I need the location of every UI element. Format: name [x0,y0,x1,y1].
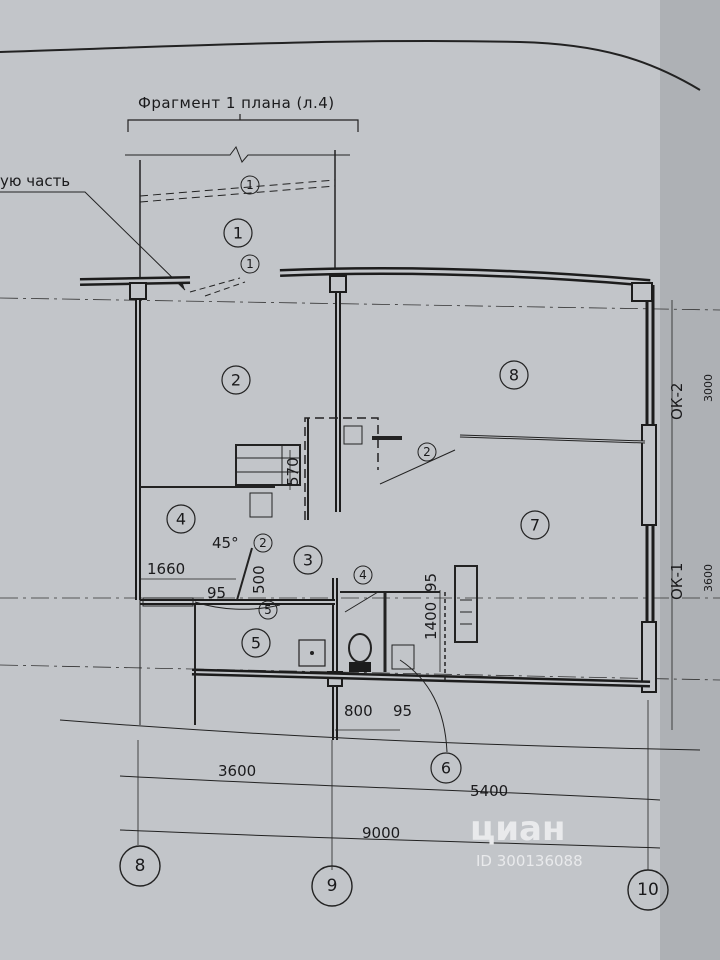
window-ok1 [641,621,657,693]
room-6: 6 [430,752,462,784]
room-8: 8 [499,360,529,390]
dim-3000: 3000 [702,374,715,402]
svg-text:8: 8 [135,856,146,876]
room-7: 7 [520,510,550,540]
dim-3600-side: 3600 [702,564,715,592]
dim-chain-top [59,719,701,751]
paper-shadow [660,0,720,960]
dim-95-c: 95 [393,702,412,720]
balcony-dash-2 [139,185,336,203]
axis-bubble-8: 8 [119,845,161,887]
svg-text:5: 5 [264,603,272,617]
svg-text:10: 10 [637,880,659,900]
callout-4: 4 [353,565,373,585]
fragment-title: Фрагмент 1 плана (л.4) [138,94,335,112]
window-ok2 [641,424,657,526]
dim-5400: 5400 [470,782,508,800]
room-5: 5 [241,628,271,658]
svg-text:1: 1 [246,257,254,271]
dim-chain-1 [119,775,661,801]
svg-text:1: 1 [246,178,254,192]
callout-1a: 1 [240,175,260,195]
dim-800: 800 [344,702,373,720]
toilet-tank [349,662,371,672]
axis-bubble-9: 9 [311,865,353,907]
dim-9000: 9000 [362,824,400,842]
svg-text:6: 6 [441,759,451,778]
callout-1b: 1 [240,254,260,274]
door-opening-top [189,277,246,297]
column-10 [631,282,653,302]
window-ok2-label: ОК-2 [668,383,686,420]
cut-label: ую часть [0,172,70,190]
leader-6 [399,659,448,753]
room-2: 2 [221,365,251,395]
callout-2b: 2 [253,533,273,553]
dim-95-a: 95 [207,584,226,602]
window-ok1-label: ОК-1 [668,563,686,600]
column-9 [329,275,347,293]
dim-1400: 1400 [422,602,440,640]
angle-label: 45° [212,534,239,552]
svg-text:1: 1 [233,224,243,243]
svg-text:2: 2 [423,445,431,459]
sink-hall [343,425,363,445]
partition-7-8-inner [459,435,646,443]
svg-text:8: 8 [509,366,519,385]
outer-wall-top-inner [79,269,651,285]
bathtub [454,565,478,643]
door-45 [236,547,253,601]
svg-text:3: 3 [303,551,313,570]
title-bracket [127,114,359,132]
stove [235,444,301,486]
door-leaf-2 [379,449,456,485]
dim-570: 570 [284,457,302,486]
sink-bath-5 [298,639,326,667]
column-8 [129,282,147,300]
svg-text:2: 2 [259,536,267,550]
callout-2a: 2 [417,442,437,462]
sink-kitchen [249,492,273,518]
dim-500: 500 [250,565,268,594]
room-3: 3 [293,545,323,575]
break-line-top [125,145,350,163]
hatch-wall [142,597,194,607]
dim-chain-2 [119,829,661,849]
bath-door-arc [194,601,281,610]
dim-1660: 1660 [147,560,185,578]
dim-3600: 3600 [218,762,256,780]
drain-5 [310,651,314,655]
watermark-id: ID 300136088 [476,852,583,870]
ref-line-low [0,664,720,681]
watermark-brand: циан [470,809,565,849]
axis-bubble-10: 10 [627,869,669,911]
cut-leader [0,191,186,291]
sheet-border-line [0,39,701,91]
room-1: 1 [223,218,253,248]
room-4: 4 [166,504,196,534]
toilet-bowl [348,633,372,663]
svg-text:4: 4 [176,510,186,529]
balcony-dash-1 [139,179,336,197]
svg-text:4: 4 [359,568,367,582]
svg-text:5: 5 [251,634,261,653]
wc-door-leaf [344,591,379,613]
svg-text:9: 9 [327,876,338,896]
callout-5: 5 [258,600,278,620]
svg-text:2: 2 [231,371,241,390]
svg-text:7: 7 [530,516,540,535]
closet-dashed [304,417,379,520]
ref-line-top [0,297,720,311]
dim-95-b: 95 [422,573,440,592]
sink-bath-6 [391,644,415,670]
